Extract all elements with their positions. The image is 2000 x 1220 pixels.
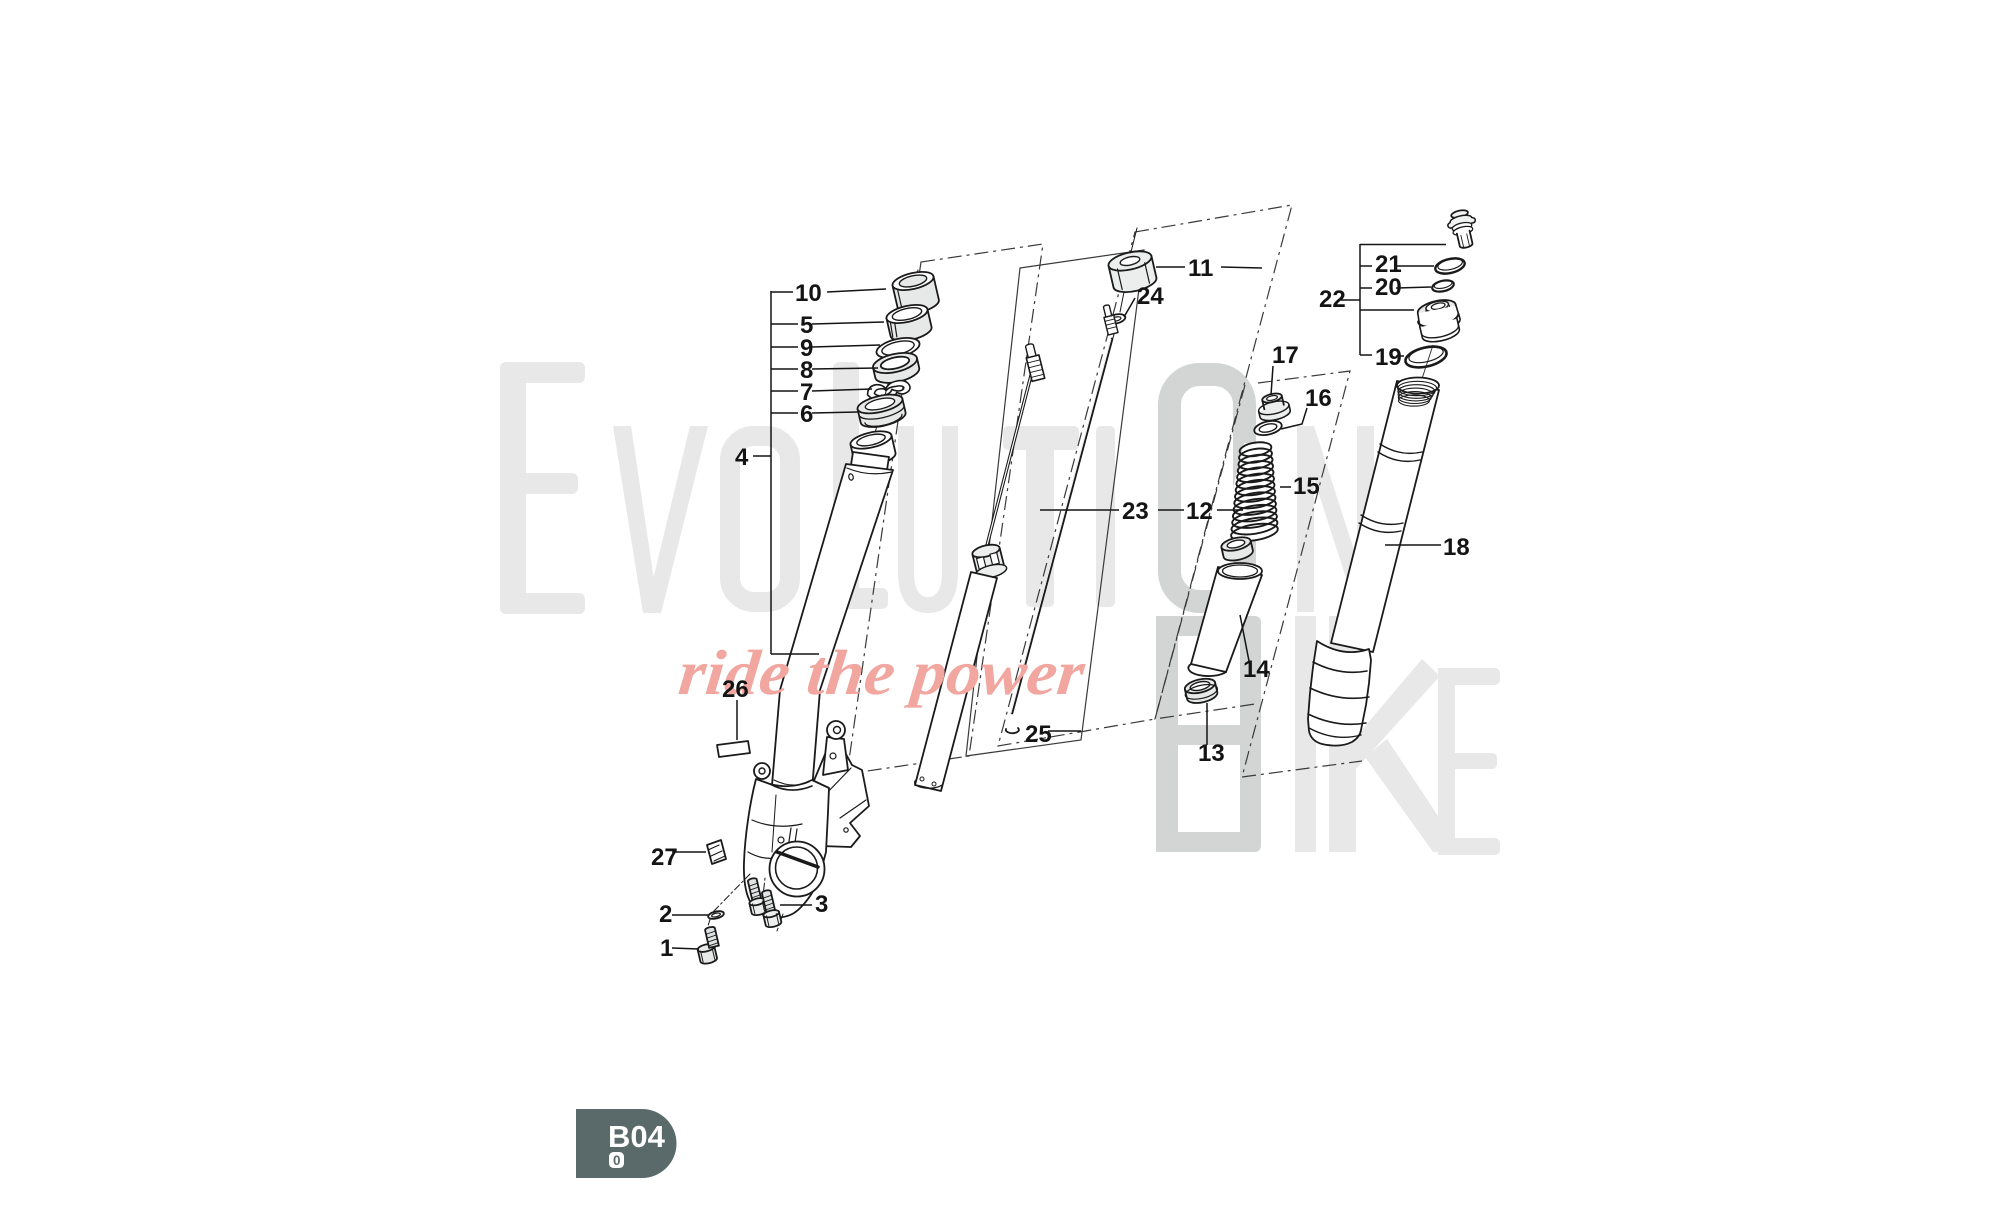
svg-text:24: 24 <box>1137 283 1164 310</box>
svg-text:20: 20 <box>1375 274 1402 301</box>
svg-text:22: 22 <box>1319 286 1346 313</box>
svg-text:B04: B04 <box>608 1119 666 1154</box>
svg-text:7: 7 <box>800 379 813 406</box>
svg-text:2: 2 <box>659 901 672 928</box>
svg-text:16: 16 <box>1305 385 1332 412</box>
svg-text:8: 8 <box>800 357 813 384</box>
svg-text:1: 1 <box>660 935 673 962</box>
svg-text:0: 0 <box>613 1153 621 1168</box>
svg-text:11: 11 <box>1188 255 1213 282</box>
svg-text:10: 10 <box>795 280 822 307</box>
svg-text:13: 13 <box>1198 740 1225 767</box>
svg-text:15: 15 <box>1293 473 1320 500</box>
svg-text:17: 17 <box>1272 342 1299 369</box>
svg-text:5: 5 <box>800 312 813 339</box>
svg-text:27: 27 <box>651 844 678 871</box>
svg-text:19: 19 <box>1375 344 1402 371</box>
svg-text:4: 4 <box>735 444 749 471</box>
svg-text:18: 18 <box>1443 534 1470 561</box>
svg-text:25: 25 <box>1025 721 1052 748</box>
svg-text:3: 3 <box>815 891 828 918</box>
svg-text:14: 14 <box>1243 656 1270 683</box>
svg-text:23: 23 <box>1122 498 1149 525</box>
svg-text:12: 12 <box>1186 498 1213 525</box>
svg-text:9: 9 <box>800 335 813 362</box>
svg-text:21: 21 <box>1375 251 1402 278</box>
svg-text:6: 6 <box>800 401 813 428</box>
svg-text:26: 26 <box>722 676 749 703</box>
svg-text:ride the power: ride the power <box>676 637 1090 708</box>
